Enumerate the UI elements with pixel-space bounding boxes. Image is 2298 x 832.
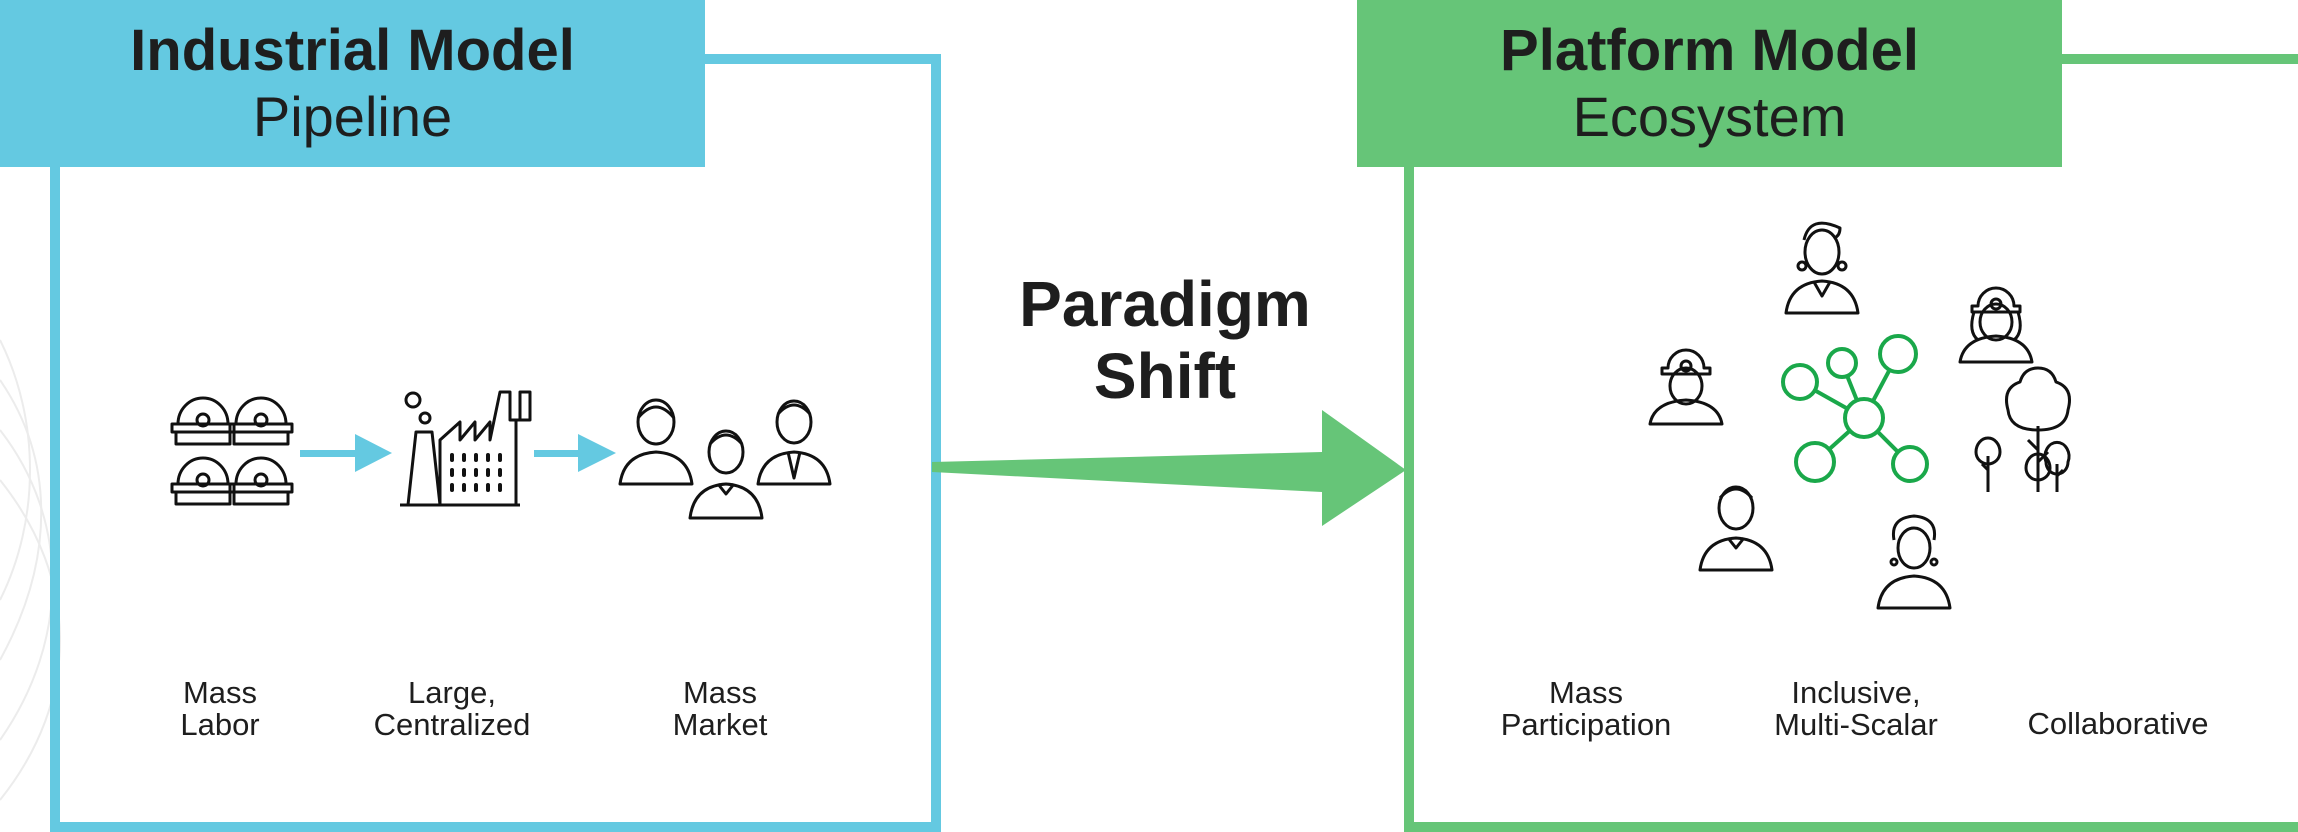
hardhat-workers-icon xyxy=(170,396,294,506)
pipeline-arrow-2 xyxy=(534,434,616,472)
label-mass-labor: Mass Labor xyxy=(180,675,260,742)
label-mass-market: Mass Market xyxy=(672,675,768,742)
paradigm-shift-label: Paradigm Shift xyxy=(990,268,1340,412)
pipeline-arrow-1 xyxy=(300,434,392,472)
trees-icon xyxy=(1974,366,2071,492)
person-woman-top-icon xyxy=(1784,221,1860,315)
industrial-header: Industrial Model Pipeline xyxy=(0,0,705,167)
person-woman-curly-icon xyxy=(1876,514,1952,610)
consumers-icon xyxy=(618,398,832,520)
network-hub-icon xyxy=(1781,334,1929,483)
person-man-icon xyxy=(1698,485,1774,572)
platform-title: Platform Model xyxy=(1500,17,1919,83)
industrial-title: Industrial Model xyxy=(130,17,575,83)
label-large-centralized: Large, Centralized xyxy=(373,675,531,742)
paradigm-shift-line1: Paradigm xyxy=(1019,268,1311,340)
platform-subtitle: Ecosystem xyxy=(1572,84,1847,148)
paradigm-shift-line2: Shift xyxy=(1093,340,1237,412)
label-inclusive-multi-scalar: Inclusive, Multi-Scalar xyxy=(1774,675,1938,742)
platform-header: Platform Model Ecosystem xyxy=(1357,0,2062,167)
person-hardhat-woman-icon xyxy=(1958,286,2034,364)
label-mass-participation: Mass Participation xyxy=(1500,675,1672,742)
person-hardhat-man-icon xyxy=(1648,348,1724,426)
label-collaborative: Collaborative xyxy=(2027,706,2209,741)
industrial-subtitle: Pipeline xyxy=(252,84,453,148)
paradigm-shift-arrow xyxy=(932,410,1406,526)
factory-icon xyxy=(400,390,532,507)
